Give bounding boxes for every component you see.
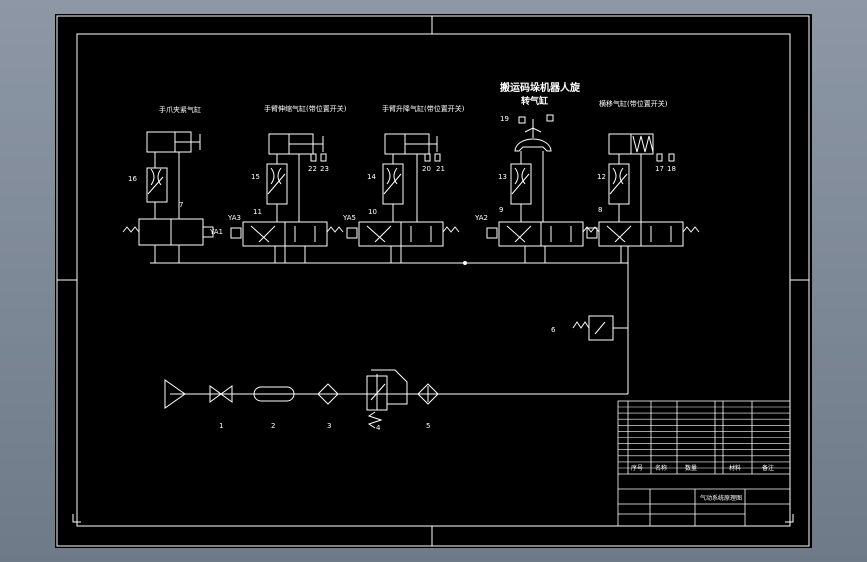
supply-label: 4: [376, 424, 381, 432]
lubricator: [417, 383, 439, 405]
cylinder-caption-5: 横移气缸(带位置开关): [599, 99, 668, 108]
cylinder-caption-2: 手臂伸缩气缸(带位置开关): [264, 104, 347, 113]
supply-label: 1: [219, 422, 223, 430]
sensor-label: 20: [422, 165, 431, 173]
actuator-unit-gripper: [122, 131, 214, 263]
solenoid-label: YA1: [209, 228, 223, 236]
rotary-actuator: [514, 138, 552, 152]
drawing-title: 搬运码垛机器人旋: [500, 81, 581, 94]
cylinder-caption-3: 手臂升降气缸(带位置开关): [382, 104, 465, 113]
position-sensor: [320, 153, 327, 162]
sensor-label: 17: [655, 165, 664, 173]
shutoff-valve: [209, 385, 233, 403]
air-compressor-symbol: [164, 379, 186, 409]
position-sensor: [668, 153, 675, 162]
actuator-unit-traverse: [586, 133, 700, 263]
air-filter: [317, 383, 339, 405]
valve-10-left: [358, 221, 402, 247]
throttle-valve: [266, 163, 288, 205]
sensor-label: 22: [308, 165, 317, 173]
valve-10-right: [400, 221, 444, 247]
valve-label: 7: [179, 201, 183, 209]
actuator-unit-rotary: [486, 114, 600, 263]
solenoid-coil: [202, 226, 214, 238]
drawing-name: 气动系统原理图: [700, 494, 742, 502]
valve-9-left: [498, 221, 542, 247]
title-block: [617, 400, 791, 527]
solenoid-coil: [586, 227, 598, 239]
throttle-valve: [510, 163, 532, 205]
sensor-label: 19: [500, 115, 509, 123]
corner-mark: [72, 514, 81, 523]
valve-8-left: [598, 221, 642, 247]
drawing-subtitle: 转气缸: [521, 95, 548, 107]
sensor-label: 23: [320, 165, 329, 173]
header-material: 材料: [729, 464, 741, 472]
drawing-canvas: 手爪夹紧气缸 手臂伸缩气缸(带位置开关) 手臂升降气缸(带位置开关) 搬运码垛机…: [55, 14, 812, 548]
throttle-label: 13: [498, 173, 507, 181]
header-seq: 序号: [631, 464, 643, 472]
junction-dot: [463, 261, 467, 265]
valve-label: 9: [499, 206, 503, 214]
header-qty: 数量: [685, 464, 697, 472]
position-sensor: [434, 153, 441, 162]
throttle-label: 16: [128, 175, 137, 183]
pressure-switch-label: 6: [551, 326, 556, 334]
pneumatic-schematic: 手爪夹紧气缸 手臂伸缩气缸(带位置开关) 手臂升降气缸(带位置开关) 搬运码垛机…: [56, 15, 810, 547]
solenoid-label: YA5: [342, 214, 356, 222]
valve-8-right: [640, 221, 684, 247]
valve-9-right: [540, 221, 584, 247]
throttle-label: 15: [251, 173, 260, 181]
throttle-valve: [608, 163, 630, 205]
valve-label: 10: [368, 208, 377, 216]
solenoid-label: YA2: [474, 214, 488, 222]
throttle-label: 14: [367, 173, 376, 181]
supply-label: 5: [426, 422, 430, 430]
supply-label: 2: [271, 422, 275, 430]
solenoid-coil: [230, 227, 242, 239]
position-sensor: [656, 153, 663, 162]
sensor-label: 18: [667, 165, 676, 173]
valve-11-left: [242, 221, 286, 247]
throttle-valve: [146, 167, 168, 203]
position-sensor: [424, 153, 431, 162]
sensor-label: 21: [436, 165, 445, 173]
throttle-valve: [382, 163, 404, 205]
solenoid-label: YA3: [227, 214, 241, 222]
position-sensor: [518, 116, 526, 124]
corner-mark: [785, 514, 794, 523]
supply-label: 3: [327, 422, 331, 430]
pressure-switch: [588, 315, 614, 341]
valve-11-right: [284, 221, 328, 247]
throttle-label: 12: [597, 173, 606, 181]
valve-label: 8: [598, 206, 602, 214]
position-sensor: [546, 114, 554, 122]
actuator-unit-arm-lift: [346, 133, 460, 263]
solenoid-coil: [486, 227, 498, 239]
solenoid-coil: [346, 227, 358, 239]
cylinder-caption-1: 手爪夹紧气缸: [159, 105, 201, 114]
valve-label: 11: [253, 208, 262, 216]
header-remark: 备注: [762, 464, 774, 472]
outer-frame: [56, 15, 810, 547]
header-name: 名称: [655, 464, 667, 472]
air-tank: [253, 386, 295, 402]
actuator-unit-arm-extend: [230, 133, 344, 263]
position-sensor: [310, 153, 317, 162]
